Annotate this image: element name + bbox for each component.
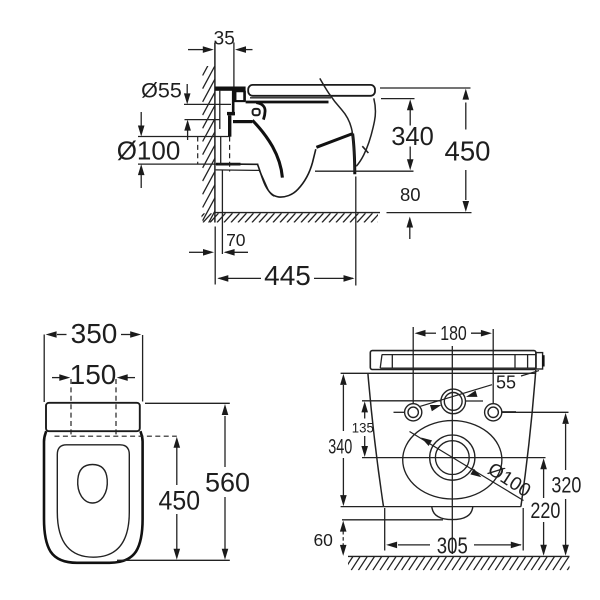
svg-text:350: 350 <box>71 318 118 349</box>
svg-text:450: 450 <box>445 136 491 167</box>
svg-text:35: 35 <box>214 29 235 50</box>
svg-text:70: 70 <box>226 230 246 250</box>
svg-text:450: 450 <box>159 485 201 515</box>
svg-text:80: 80 <box>400 184 421 205</box>
svg-text:445: 445 <box>264 260 311 291</box>
svg-text:220: 220 <box>530 498 560 523</box>
svg-text:Ø55: Ø55 <box>141 79 182 103</box>
svg-text:135: 135 <box>352 421 374 436</box>
svg-text:60: 60 <box>313 530 333 550</box>
svg-text:55: 55 <box>496 372 516 392</box>
svg-text:340: 340 <box>328 435 352 459</box>
svg-text:340: 340 <box>391 123 434 151</box>
svg-text:305: 305 <box>437 533 468 559</box>
svg-text:Ø100: Ø100 <box>117 136 181 166</box>
svg-text:560: 560 <box>205 468 250 498</box>
svg-text:180: 180 <box>440 323 467 345</box>
svg-text:150: 150 <box>70 359 117 390</box>
svg-text:320: 320 <box>551 473 581 498</box>
